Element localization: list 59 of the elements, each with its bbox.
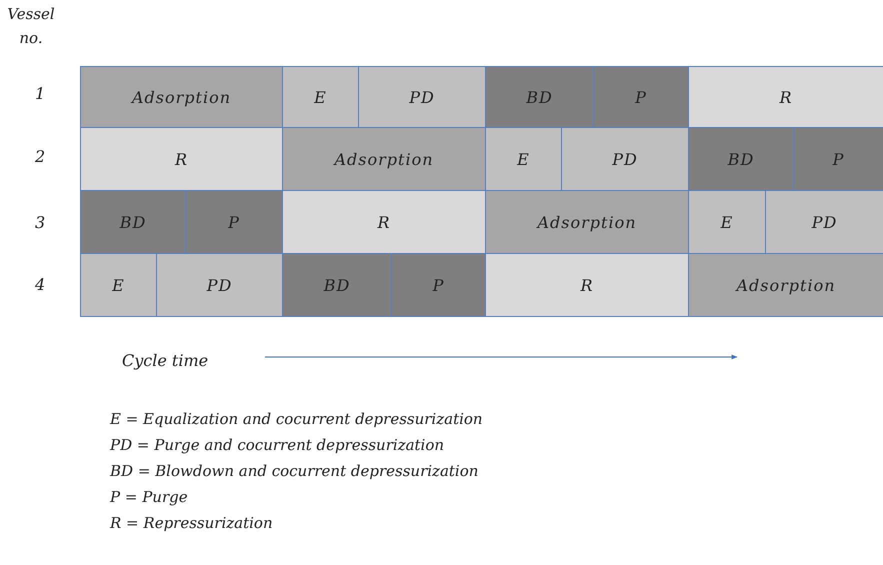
cycle-step-cell [688,66,883,128]
step-label: Adsorption [132,88,231,106]
vessel-number: 4 [35,275,46,294]
cycle-step-cell [561,127,689,191]
step-label: E [112,276,125,294]
step-label: BD [728,150,754,168]
cycle-step-cell [688,253,883,317]
cycle-step-cell [793,127,883,191]
definition-text: P = Purge [110,488,188,506]
step-label: BD [526,88,553,106]
cycle-step-cell [391,253,486,317]
cycle-step-cell [282,190,486,254]
cycle-step-cell [282,253,392,317]
step-label: PD [812,212,838,232]
step-label: P [635,88,647,106]
vessel-number: 3 [35,213,46,232]
cycle-step-cell [358,66,486,128]
axis-label: Cycle time [122,351,208,370]
step-label: BD [324,276,350,294]
step-label: R [174,150,188,168]
cycle-step-cell [80,190,186,254]
step-label: Adsorption [537,212,636,232]
vessel-number: 2 [35,147,46,166]
cycle-step-cell [282,127,486,191]
cycle-step-cell [485,253,689,317]
cycle-step-cell [80,253,157,317]
vessel-number: 1 [35,84,46,103]
cycle-step-cell [485,190,689,254]
cycle-step-cell [688,190,766,254]
step-label: R [779,88,793,106]
definition-text: PD = Purge and cocurrent depressurization [110,436,444,454]
step-label: P [432,276,444,294]
step-label: PD [206,276,232,294]
step-label: Adsorption [334,150,434,168]
cycle-step-cell [185,190,283,254]
step-label: R [580,276,594,294]
step-label: PD [409,88,435,106]
step-label: PD [612,150,638,168]
cycle-step-cell [282,66,359,128]
cycle-step-cell [765,190,883,254]
step-label: Adsorption [736,276,836,294]
step-label: P [228,212,240,232]
step-label: R [377,212,391,232]
step-label: E [517,150,530,168]
step-label: P [832,150,844,168]
cycle-step-cell [688,127,794,191]
definition-text: R = Repressurization [110,514,273,532]
cycle-step-cell [593,66,689,128]
definition-text: BD = Blowdown and cocurrent depressurization [110,462,478,480]
vessel-heading: Vessel no. [6,4,56,49]
definition-text: E = Equalization and cocurrent depressurization [110,410,483,428]
step-label: E [720,212,734,232]
cycle-step-cell [80,66,283,128]
cycle-step-cell [156,253,283,317]
step-label: E [314,88,327,106]
step-label: BD [120,212,146,232]
cycle-step-cell [80,127,283,191]
cycle-step-cell [485,66,594,128]
cycle-step-cell [485,127,562,191]
